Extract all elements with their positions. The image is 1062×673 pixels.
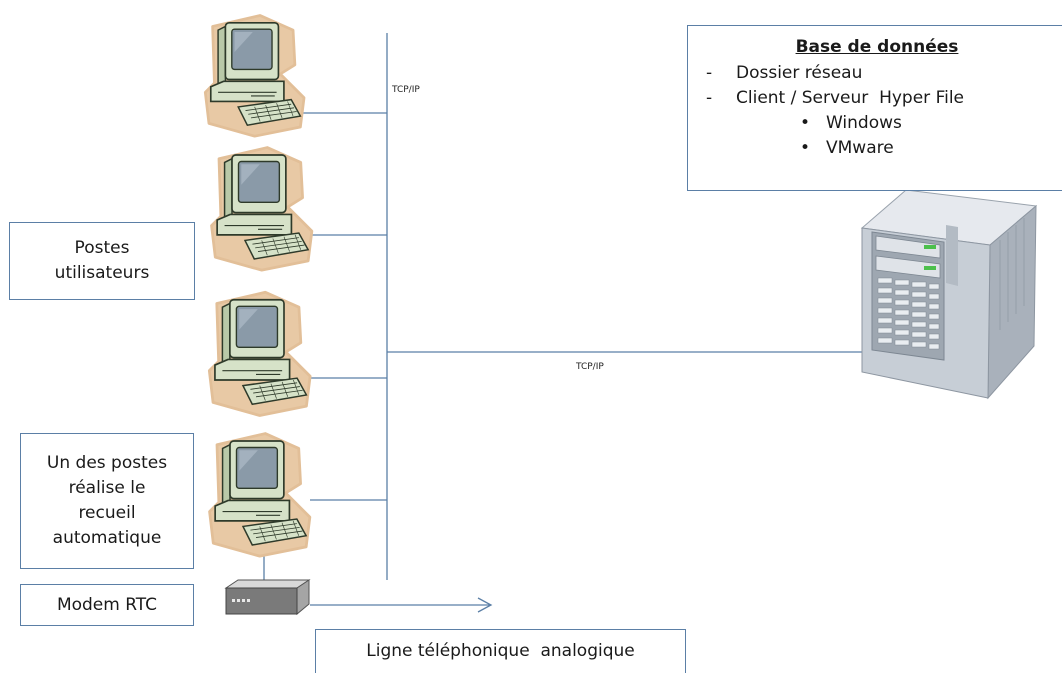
database-subitem: • VMware bbox=[704, 136, 1050, 161]
modem-icon bbox=[224, 579, 311, 616]
tcp-ip-label: TCP/IP bbox=[576, 362, 604, 372]
automatic-collection-label-box: Un des postes réalise le recueil automat… bbox=[20, 433, 194, 569]
bullet-marker: • bbox=[800, 138, 811, 158]
modem-label-box: Modem RTC bbox=[20, 584, 194, 626]
recueil-label-line: Un des postes bbox=[46, 453, 168, 473]
database-subitem: • Windows bbox=[704, 111, 1050, 136]
bullet-marker: • bbox=[800, 113, 811, 133]
users-label-line: Postes bbox=[74, 238, 130, 258]
tcp-ip-label: TCP/IP bbox=[392, 85, 420, 95]
arrowhead-icon bbox=[477, 597, 493, 613]
user-workstations-label-box: Postes utilisateurs bbox=[9, 222, 195, 300]
database-info-box: Base de données - Dossier réseau - Client … bbox=[687, 25, 1062, 191]
database-subitem-text: Windows bbox=[826, 113, 902, 133]
recueil-label-line: recueil bbox=[78, 503, 136, 523]
dash-marker: - bbox=[706, 63, 713, 83]
phone-line-label: Ligne téléphonique analogique bbox=[366, 641, 635, 661]
desktop-computer-icon bbox=[207, 290, 312, 417]
users-label-line: utilisateurs bbox=[54, 263, 150, 283]
server-tower-icon bbox=[860, 189, 1038, 400]
recueil-label-line: automatique bbox=[52, 528, 162, 548]
recueil-label-line: réalise le bbox=[68, 478, 146, 498]
database-subitem-text: VMware bbox=[826, 138, 894, 158]
desktop-computer-icon bbox=[203, 14, 306, 138]
database-item: - Client / Serveur Hyper File bbox=[704, 86, 1050, 111]
database-title: Base de données bbox=[795, 37, 959, 57]
phone-line-label-box: Ligne téléphonique analogique bbox=[315, 629, 686, 673]
desktop-computer-icon bbox=[208, 432, 312, 558]
modem-label: Modem RTC bbox=[56, 594, 158, 615]
database-item: - Dossier réseau bbox=[704, 61, 1050, 86]
dash-marker: - bbox=[706, 88, 713, 108]
database-item-text: Dossier réseau bbox=[736, 63, 863, 83]
desktop-computer-icon bbox=[210, 146, 314, 272]
database-item-text: Client / Serveur Hyper File bbox=[736, 88, 965, 108]
